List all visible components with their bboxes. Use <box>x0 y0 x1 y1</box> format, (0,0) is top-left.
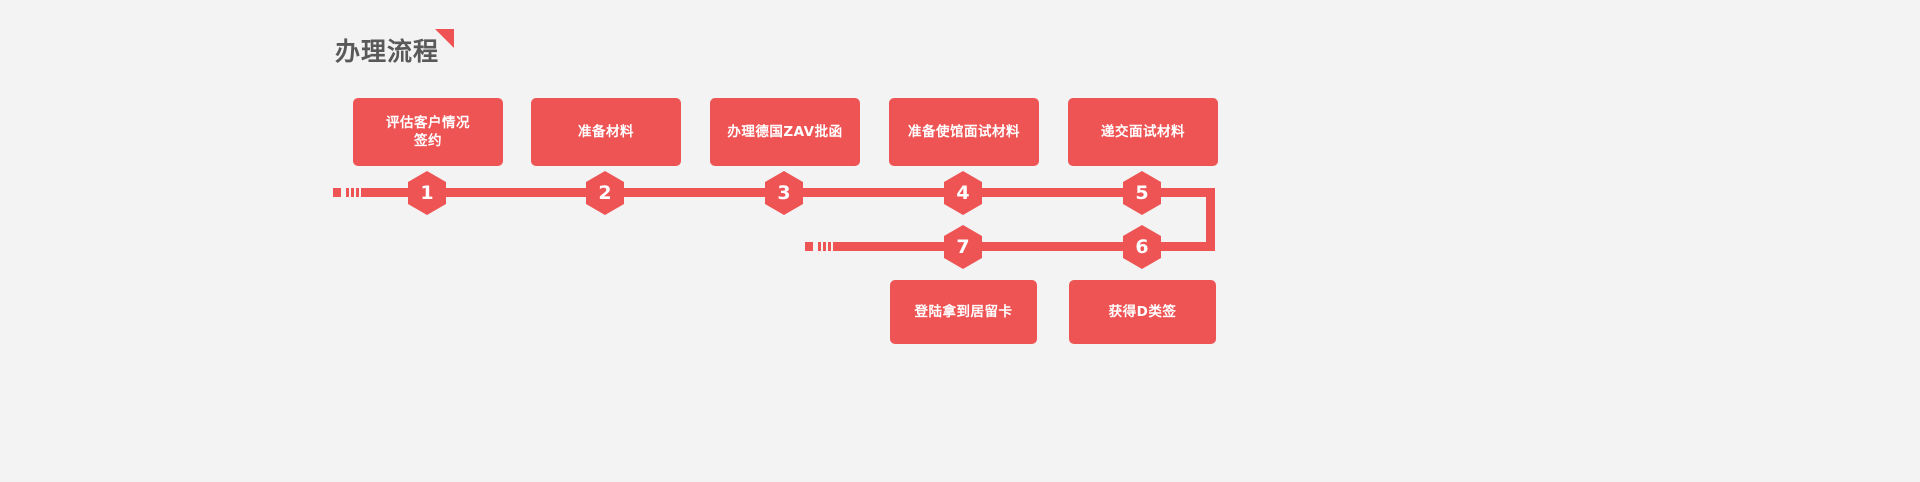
track2-start-dash-4 <box>828 242 831 251</box>
track2-start-dash-3 <box>823 242 826 251</box>
step-box-5-line-1: 递交面试材料 <box>1101 124 1185 140</box>
step-box-4-line-1: 准备使馆面试材料 <box>908 124 1020 140</box>
step-marker-6: 6 <box>1123 225 1161 269</box>
step-box-6-line-1: 获得D类签 <box>1108 304 1177 320</box>
page-title-group: 办理流程 <box>335 29 454 72</box>
step-box-3-line-1: 办理德国ZAV批函 <box>727 124 843 140</box>
step-box-4: 准备使馆面试材料 <box>889 98 1039 166</box>
step-box-2: 准备材料 <box>531 98 681 166</box>
track2-start-dash-1 <box>805 242 813 251</box>
timeline-track-row2 <box>833 242 1215 251</box>
track-start-dash-2 <box>346 188 349 197</box>
step-marker-2: 2 <box>586 171 624 215</box>
track-start-dash-1 <box>333 188 341 197</box>
step-box-5: 递交面试材料 <box>1068 98 1218 166</box>
step-box-7: 登陆拿到居留卡 <box>890 280 1037 344</box>
step-box-1-line-2: 签约 <box>414 133 442 149</box>
step-marker-3: 3 <box>765 171 803 215</box>
track2-start-dash-2 <box>818 242 821 251</box>
step-box-1-line-1: 评估客户情况 <box>386 115 470 131</box>
step-box-6: 获得D类签 <box>1069 280 1216 344</box>
step-marker-1: 1 <box>408 171 446 215</box>
step-box-7-line-1: 登陆拿到居留卡 <box>914 304 1013 320</box>
page-title: 办理流程 <box>335 37 440 66</box>
step-marker-7: 7 <box>944 225 982 269</box>
step-box-3: 办理德国ZAV批函 <box>710 98 860 166</box>
track-start-dash-3 <box>351 188 354 197</box>
step-box-1: 评估客户情况 签约 <box>353 98 503 166</box>
timeline-connector-vertical <box>1206 188 1215 251</box>
track-start-dash-4 <box>356 188 359 197</box>
step-box-2-line-1: 准备材料 <box>578 124 634 140</box>
step-marker-4: 4 <box>944 171 982 215</box>
step-marker-5: 5 <box>1123 171 1161 215</box>
triangle-corner-icon <box>435 29 454 48</box>
